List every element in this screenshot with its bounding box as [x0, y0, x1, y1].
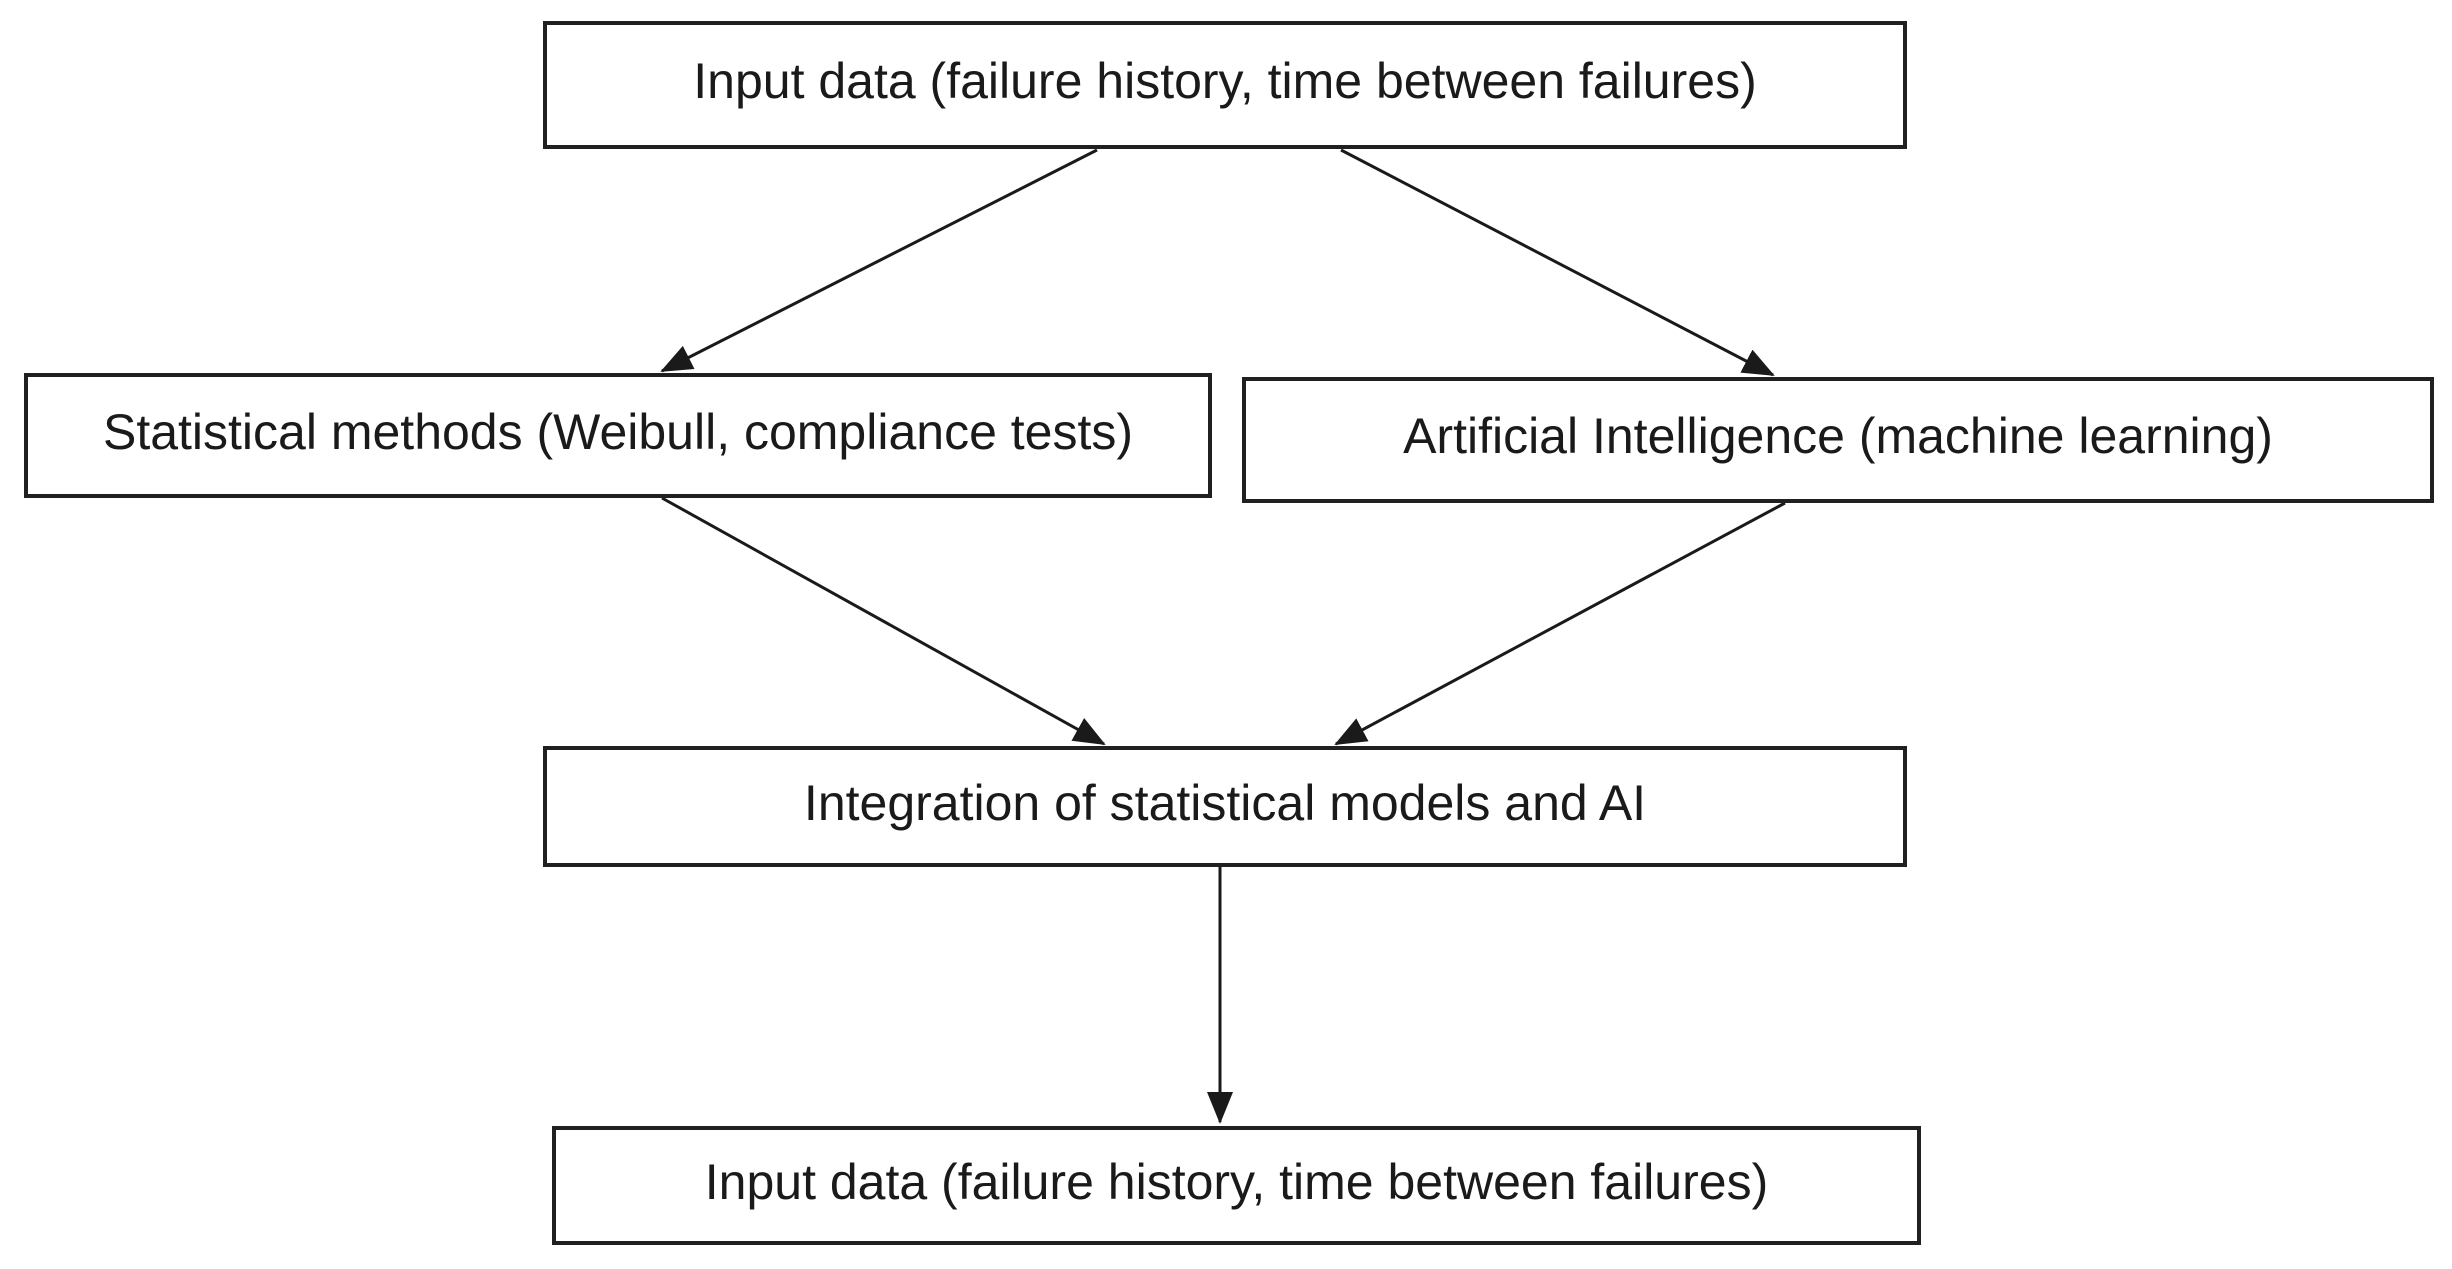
node-input-data-top: Input data (failure history, time betwee… — [543, 21, 1907, 149]
node-artificial-intelligence: Artificial Intelligence (machine learnin… — [1242, 377, 2434, 503]
node-label: Integration of statistical models and AI — [803, 774, 1647, 831]
node-label: Statistical methods (Weibull, compliance… — [102, 403, 1134, 460]
edge-ai-to-integration — [1334, 501, 1786, 746]
edge-statistical-to-integration — [661, 496, 1106, 746]
edge-input-to-statistical — [660, 148, 1098, 373]
edge-input-to-ai — [1340, 148, 1775, 377]
node-label: Input data (failure history, time betwee… — [693, 53, 1757, 110]
node-input-data-bottom: Input data (failure history, time betwee… — [552, 1126, 1921, 1245]
node-integration: Integration of statistical models and AI — [543, 746, 1907, 867]
node-statistical-methods: Statistical methods (Weibull, compliance… — [24, 373, 1212, 498]
node-label: Artificial Intelligence (machine learnin… — [1403, 408, 2273, 465]
node-label: Input data (failure history, time betwee… — [704, 1153, 1769, 1210]
